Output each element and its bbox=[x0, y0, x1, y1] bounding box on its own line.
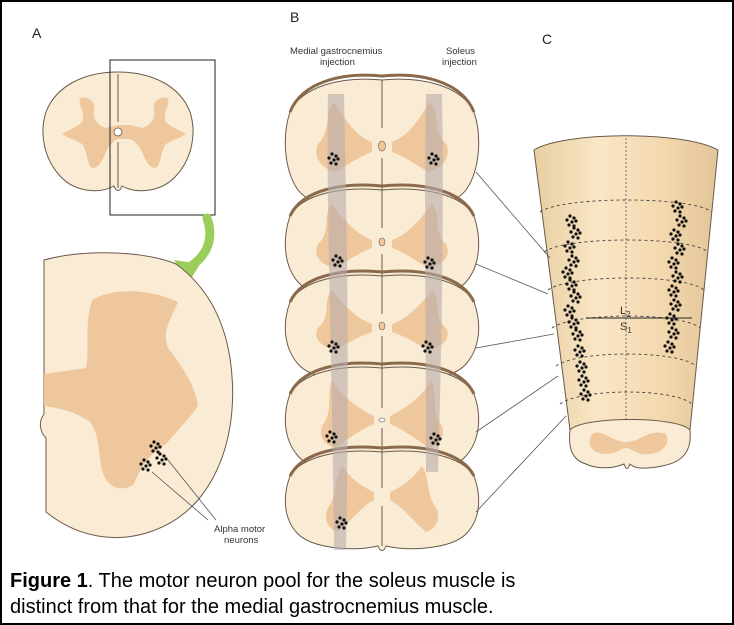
cord-section-3 bbox=[285, 271, 478, 382]
mg-injection-label-2: injection bbox=[320, 57, 355, 68]
panel-c: C bbox=[534, 31, 718, 469]
figure-label: Figure 1 bbox=[10, 570, 88, 592]
panel-a-letter: A bbox=[32, 25, 42, 41]
alpha-motor-label-1: Alpha motor bbox=[214, 524, 265, 535]
enlarged-hemicord: Alpha motor neurons bbox=[40, 253, 265, 546]
small-cord-section bbox=[43, 72, 193, 191]
figure-illustration: A bbox=[2, 2, 734, 567]
alpha-motor-label-2: neurons bbox=[224, 535, 259, 546]
panel-c-letter: C bbox=[542, 31, 552, 47]
green-arrow-icon bbox=[188, 218, 210, 268]
cord-section-5 bbox=[285, 447, 478, 550]
panel-a: A bbox=[32, 25, 265, 546]
soleus-injection-label-2: injection bbox=[442, 57, 477, 68]
caption-line-2: distinct from that for the medial gastro… bbox=[10, 594, 730, 620]
mg-injection-label-1: Medial gastrocnemius bbox=[290, 46, 383, 57]
figure-caption: Figure 1. The motor neuron pool for the … bbox=[10, 568, 730, 620]
panel-b-letter: B bbox=[290, 9, 299, 25]
panel-b: B Medial gastrocnemius injection Soleus … bbox=[285, 9, 478, 551]
caption-text-1: . The motor neuron pool for the soleus m… bbox=[88, 570, 516, 592]
soleus-injection-label-1: Soleus bbox=[446, 46, 475, 57]
caption-line-1: Figure 1. The motor neuron pool for the … bbox=[10, 568, 730, 594]
